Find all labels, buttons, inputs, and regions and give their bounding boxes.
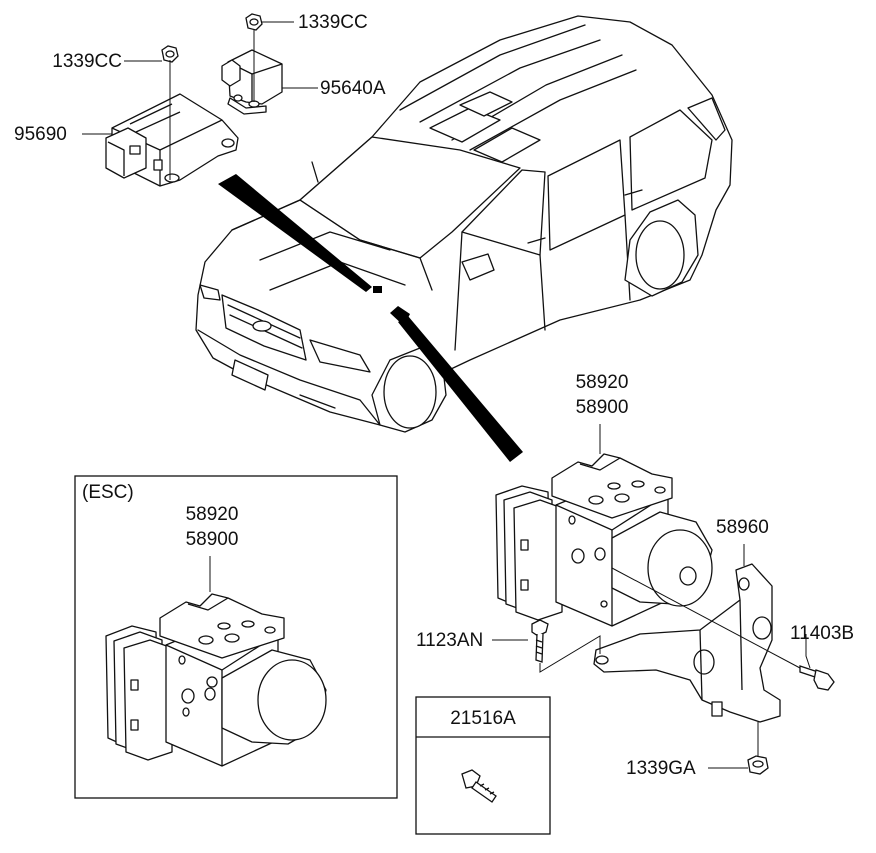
label-1123an: 1123AN	[416, 630, 484, 651]
label-1339cc-left: 1339CC	[52, 51, 122, 72]
bolt-box-title: 21516A	[450, 708, 516, 729]
esc-label-58900: 58900	[185, 529, 239, 550]
esc-label-58920: 58920	[185, 504, 239, 525]
airbag-control-module-drawing	[105, 93, 239, 187]
label-95640a: 95640A	[320, 78, 386, 99]
esc-inset-frame	[74, 475, 398, 799]
label-1339ga: 1339GA	[626, 758, 696, 779]
leader-lines	[82, 21, 811, 769]
bolt-21516a-drawing	[461, 769, 497, 803]
yaw-rate-sensor-drawing	[221, 49, 283, 115]
label-11403b: 11403B	[790, 623, 855, 644]
vehicle-illustration	[195, 15, 733, 433]
arrow-to-module-location	[218, 174, 372, 292]
bolt-1123an	[531, 619, 549, 663]
label-1339cc-top: 1339CC	[298, 12, 368, 33]
esc-inset-title: (ESC)	[82, 482, 134, 503]
label-58920: 58920	[575, 372, 629, 393]
bolt-box-frame	[415, 696, 551, 835]
nut-1339cc-top	[245, 13, 263, 31]
label-58960: 58960	[716, 517, 769, 538]
label-58900: 58900	[575, 397, 629, 418]
bolt-11403b	[799, 665, 835, 691]
arrow-to-hecu-location	[398, 316, 523, 462]
nut-1339cc-left	[161, 45, 179, 63]
label-95690: 95690	[14, 124, 67, 145]
nut-1339ga	[747, 755, 769, 775]
hecu-assembly-drawing	[495, 453, 781, 723]
esc-hecu-drawing	[105, 593, 327, 767]
module-location-marker	[373, 286, 382, 293]
